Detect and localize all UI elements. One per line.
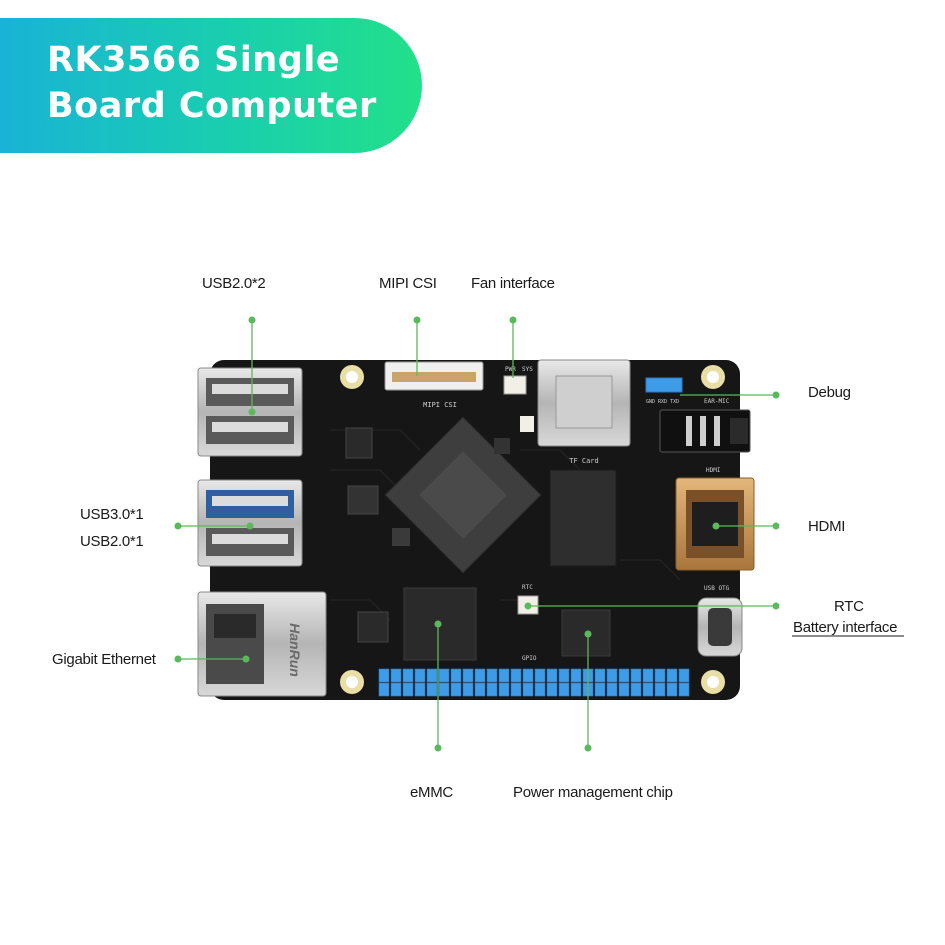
- label-rtc: RTC: [834, 598, 864, 615]
- label-usb3-x1: USB3.0*1: [80, 506, 144, 523]
- marker-dot: [772, 391, 780, 399]
- marker-dot: [772, 602, 780, 610]
- banner-title-line-1: RK3566 Single: [47, 40, 341, 80]
- marker-dot: [246, 522, 254, 530]
- mipi-csi-silkscreen: MIPI CSI: [423, 401, 457, 409]
- leader-lines: [178, 320, 776, 748]
- label-fan-interface: Fan interface: [471, 275, 555, 292]
- mipi-csi-connector: MIPI CSI: [384, 361, 484, 409]
- marker-dot: [242, 655, 250, 663]
- hdmi-port: HDMI: [675, 467, 755, 571]
- ram-chip: [549, 469, 617, 567]
- rtc-silkscreen: RTC: [522, 584, 533, 591]
- marker-dot: [524, 602, 532, 610]
- small-chip: [392, 528, 410, 546]
- tf-card-slot: TF Card: [537, 359, 631, 465]
- small-chip: [345, 427, 373, 459]
- label-emmc: eMMC: [410, 784, 453, 801]
- marker-dot: [248, 316, 256, 324]
- label-hdmi: HDMI: [808, 518, 846, 535]
- mounting-holes: [340, 365, 725, 694]
- gpio-silkscreen: GPIO: [522, 655, 537, 662]
- usb-otg-port: USB OTG: [697, 585, 743, 657]
- marker-dot: [772, 522, 780, 530]
- label-battery-interface: Battery interface: [793, 619, 898, 636]
- usb-otg-silkscreen: USB OTG: [704, 585, 730, 592]
- marker-dot: [584, 630, 592, 638]
- audio-jack: EAR-MIC: [659, 398, 751, 453]
- ear-mic-silkscreen: EAR-MIC: [704, 398, 730, 405]
- small-chip: [520, 416, 534, 432]
- hdmi-silkscreen: HDMI: [706, 467, 721, 474]
- marker-dot: [712, 522, 720, 530]
- tf-card-silkscreen: TF Card: [569, 457, 599, 465]
- pwr-silkscreen: PWR: [505, 366, 516, 373]
- marker-dot: [434, 620, 442, 628]
- gpio-header: [378, 668, 690, 698]
- label-usb2-x1: USB2.0*1: [80, 533, 144, 550]
- sys-silkscreen: SYS: [522, 366, 533, 373]
- marker-dot: [248, 408, 256, 416]
- marker-dot: [174, 655, 182, 663]
- small-chip: [347, 485, 379, 515]
- banner-title-line-2: Board Computer: [47, 86, 377, 126]
- ethernet-rj45-port: HanRun: [197, 591, 327, 697]
- hanrun-silkscreen: HanRun: [287, 623, 303, 677]
- marker-dot: [174, 522, 182, 530]
- marker-dot: [413, 316, 421, 324]
- marker-dot: [434, 744, 442, 752]
- label-mipi-csi: MIPI CSI: [379, 275, 437, 292]
- title-banner: RK3566 Single Board Computer: [0, 18, 422, 153]
- label-debug: Debug: [808, 384, 851, 401]
- label-power-management-chip: Power management chip: [513, 784, 673, 801]
- marker-dot: [584, 744, 592, 752]
- marker-dot: [509, 316, 517, 324]
- fan-connector: PWR SYS: [503, 366, 533, 395]
- label-usb2-x2: USB2.0*2: [202, 275, 266, 292]
- small-chip: [494, 438, 510, 454]
- uart-silkscreen: GND RXD TXD: [646, 399, 679, 405]
- debug-header: GND RXD TXD: [645, 377, 683, 405]
- label-gigabit-ethernet: Gigabit Ethernet: [52, 651, 156, 668]
- marker-dots: [174, 316, 780, 752]
- small-chip: [357, 611, 389, 643]
